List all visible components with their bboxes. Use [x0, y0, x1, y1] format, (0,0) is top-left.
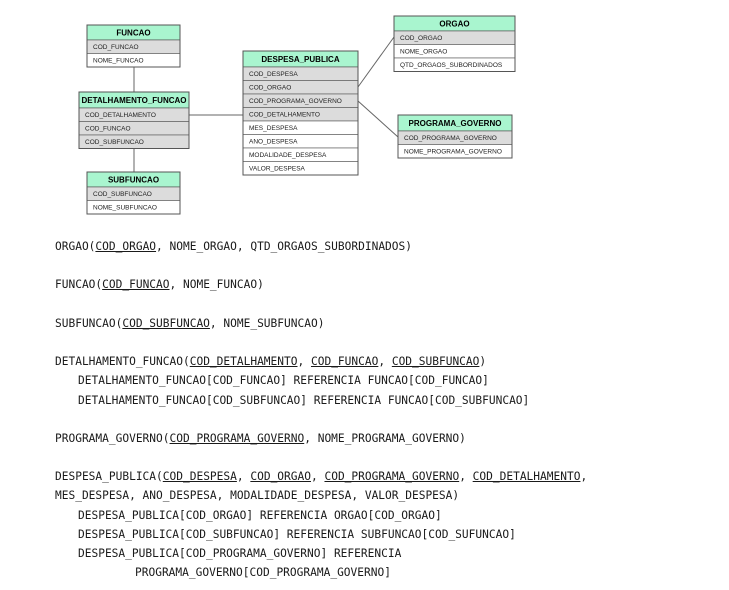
blank-line [55, 448, 725, 467]
field-name: COD_SUBFUNCAO [93, 191, 152, 198]
field-name: COD_ORGAO [249, 85, 291, 92]
field-name: COD_PROGRAMA_GOVERNO [249, 98, 342, 105]
relation-line: DESPESA_PUBLICA(COD_DESPESA, COD_ORGAO, … [55, 467, 725, 486]
schema-text: DETALHAMENTO_FUNCAO[COD_SUBFUNCAO] REFER… [78, 393, 530, 407]
primary-key: COD_SUBFUNCAO [122, 316, 210, 330]
schema-text: SUBFUNCAO( [55, 316, 123, 330]
schema-text: ORGAO( [55, 240, 96, 253]
field-name: COD_PROGRAMA_GOVERNO [404, 135, 497, 142]
field-name: NOME_FUNCAO [93, 58, 144, 65]
schema-text: DESPESA_PUBLICA[COD_PROGRAMA_GOVERNO] RE… [78, 547, 402, 560]
entity-funcao: FUNCAO COD_FUNCAO NOME_FUNCAO [86, 24, 181, 68]
schema-text: DESPESA_PUBLICA[COD_ORGAO] REFERENCIA OR… [78, 508, 442, 522]
primary-key: COD_FUNCAO [310, 355, 379, 369]
foreign-key-line: DETALHAMENTO_FUNCAO[COD_SUBFUNCAO] REFER… [55, 391, 725, 410]
field-name: COD_DETALHAMENTO [249, 112, 320, 119]
field-name: NOME_SUBFUNCAO [93, 205, 157, 212]
entity-border [242, 50, 359, 176]
entities: FUNCAO COD_FUNCAO NOME_FUNCAO DETALHAMENTO_… [78, 15, 516, 215]
schema-text: DETALHAMENTO_FUNCAO( [55, 355, 190, 369]
field-name: COD_ORGAO [400, 35, 442, 42]
entity-border [397, 114, 513, 159]
schema-text: PROGRAMA_GOVERNO[COD_PROGRAMA_GOVERNO] [135, 566, 391, 580]
primary-key: COD_ORGAO [95, 240, 157, 253]
foreign-key-line: DESPESA_PUBLICA[COD_PROGRAMA_GOVERNO] RE… [55, 544, 725, 563]
schema-text: , [310, 470, 325, 484]
primary-key: COD_DETALHAMENTO [189, 355, 298, 369]
primary-key: COD_DETALHAMENTO [472, 470, 581, 484]
blank-line [55, 410, 725, 429]
schema-text: , NOME_PROGRAMA_GOVERNO) [304, 431, 466, 445]
relation-line: DETALHAMENTO_FUNCAO(COD_DETALHAMENTO, CO… [55, 352, 725, 371]
relation-line: SUBFUNCAO(COD_SUBFUNCAO, NOME_SUBFUNCAO) [55, 314, 725, 333]
field-name: COD_DESPESA [249, 71, 298, 78]
relation-line: ORGAO(COD_ORGAO, NOME_ORGAO, QTD_ORGAOS_… [55, 237, 725, 256]
relation-line: FUNCAO(COD_FUNCAO, NOME_FUNCAO) [55, 275, 725, 294]
foreign-key-line: DESPESA_PUBLICA[COD_SUBFUNCAO] REFERENCI… [55, 525, 725, 544]
field-name: NOME_ORGAO [400, 49, 447, 56]
schema-text: FUNCAO( [55, 278, 103, 292]
entity-title: DESPESA_PUBLICA [261, 55, 339, 64]
relationship-line [357, 36, 395, 88]
relational-schema: ORGAO(COD_ORGAO, NOME_ORGAO, QTD_ORGAOS_… [55, 237, 725, 582]
entity-despesa-publica: DESPESA_PUBLICA COD_DESPESA COD_ORGAO COD_P… [242, 50, 359, 176]
schema-text: , [236, 470, 251, 484]
primary-key: COD_PROGRAMA_GOVERNO [324, 470, 460, 484]
entity-border [393, 15, 516, 72]
schema-text: , [378, 355, 392, 369]
schema-text: DETALHAMENTO_FUNCAO[COD_FUNCAO] REFERENC… [78, 374, 489, 388]
schema-text: , [297, 355, 311, 369]
field-name: COD_FUNCAO [85, 126, 131, 133]
blank-line [55, 333, 725, 352]
schema-text: DESPESA_PUBLICA( [55, 470, 163, 484]
er-diagram: FUNCAO COD_FUNCAO NOME_FUNCAO DETALHAMENTO_… [78, 15, 516, 215]
entity-border [78, 91, 190, 149]
schema-text: DESPESA_PUBLICA[COD_SUBFUNCAO] REFERENCI… [78, 527, 516, 541]
schema-text: , [580, 470, 588, 484]
relationship-lines [133, 36, 399, 172]
entity-title: DETALHAMENTO_FUNCAO [81, 96, 186, 105]
primary-key: COD_SUBFUNCAO [391, 355, 480, 369]
entity-subfuncao: SUBFUNCAO COD_SUBFUNCAO NOME_SUBFUNCAO [86, 171, 181, 215]
entity-title: FUNCAO [116, 29, 150, 38]
relationship-line [357, 100, 399, 138]
primary-key: COD_FUNCAO [102, 278, 170, 292]
relation-line: PROGRAMA_GOVERNO(COD_PROGRAMA_GOVERNO, N… [55, 429, 725, 448]
entity-orgao: ORGAO COD_ORGAO NOME_ORGAO QTD_ORGAOS_SUBOR… [393, 15, 516, 72]
field-name: QTD_ORGAOS_SUBORDINADOS [400, 62, 503, 69]
entity-border [86, 171, 181, 215]
schema-text: ) [479, 355, 487, 369]
relation-line: MES_DESPESA, ANO_DESPESA, MODALIDADE_DES… [55, 486, 725, 505]
field-name: COD_FUNCAO [93, 44, 139, 51]
field-name: MODALIDADE_DESPESA [249, 152, 327, 159]
entity-programa-governo: PROGRAMA_GOVERNO COD_PROGRAMA_GOVERNO NOME… [397, 114, 513, 159]
entity-title: ORGAO [439, 20, 469, 29]
field-name: VALOR_DESPESA [249, 166, 306, 173]
foreign-key-line: PROGRAMA_GOVERNO[COD_PROGRAMA_GOVERNO] [55, 563, 725, 582]
field-name: COD_SUBFUNCAO [85, 139, 144, 146]
blank-line [55, 295, 725, 314]
field-name: NOME_PROGRAMA_GOVERNO [404, 149, 502, 156]
entity-detalhamento-funcao: DETALHAMENTO_FUNCAO COD_DETALHAMENTO COD_F… [78, 91, 190, 149]
schema-text: MES_DESPESA, ANO_DESPESA, MODALIDADE_DES… [55, 489, 460, 503]
primary-key: COD_DESPESA [162, 470, 237, 484]
schema-text: , NOME_SUBFUNCAO) [209, 316, 325, 330]
primary-key: COD_PROGRAMA_GOVERNO [169, 431, 305, 445]
schema-text: , NOME_ORGAO, QTD_ORGAOS_SUBORDINADOS) [156, 240, 412, 253]
blank-line [55, 256, 725, 275]
foreign-key-line: DESPESA_PUBLICA[COD_ORGAO] REFERENCIA OR… [55, 506, 725, 525]
entity-title: SUBFUNCAO [108, 176, 159, 185]
entity-title: PROGRAMA_GOVERNO [409, 119, 502, 128]
schema-text: , [459, 470, 473, 484]
field-name: MES_DESPESA [249, 125, 298, 132]
field-name: COD_DETALHAMENTO [85, 112, 156, 119]
field-name: ANO_DESPESA [249, 139, 298, 146]
schema-text: , NOME_FUNCAO) [169, 278, 264, 292]
entity-border [86, 24, 181, 68]
foreign-key-line: DETALHAMENTO_FUNCAO[COD_FUNCAO] REFERENC… [55, 371, 725, 390]
schema-text: PROGRAMA_GOVERNO( [55, 431, 170, 445]
primary-key: COD_ORGAO [250, 470, 311, 484]
